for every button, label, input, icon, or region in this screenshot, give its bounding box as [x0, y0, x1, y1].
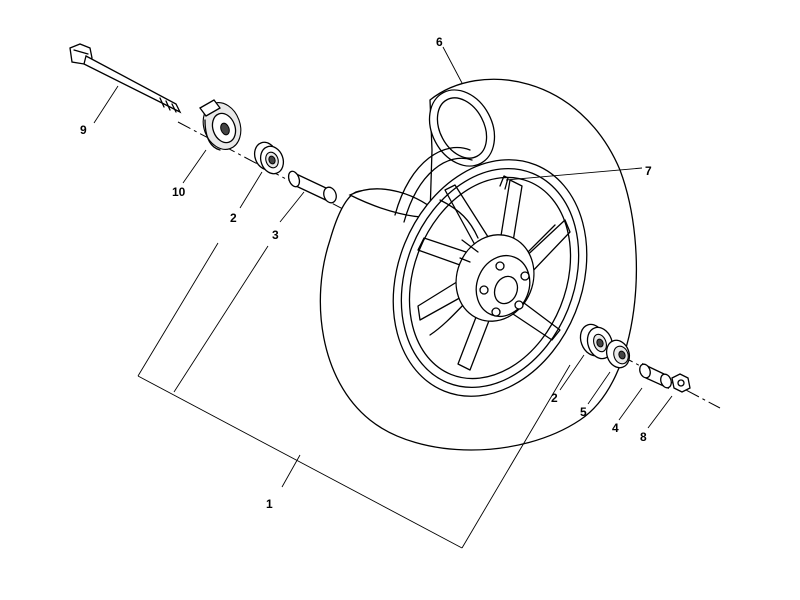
label-part-6: 6: [436, 35, 443, 49]
leader-lines: [93, 46, 673, 549]
label-part-7: 7: [645, 164, 652, 178]
bearing-left: [253, 141, 285, 175]
label-part-2-left: 2: [230, 211, 237, 225]
valve-stem: [499, 175, 509, 190]
wheel-hub: [455, 234, 535, 322]
part-labels: 1 2 3 6 7 9 10 2 5 4 8: [80, 35, 652, 511]
axle-bolt: [69, 43, 182, 114]
side-collar: [639, 362, 672, 390]
label-part-4: 4: [612, 421, 619, 435]
label-part-2-right: 2: [551, 391, 558, 405]
speedometer-gear: [199, 99, 242, 151]
bearing-right: [579, 323, 614, 360]
spacer-collar: [287, 170, 337, 204]
label-part-5: 5: [580, 405, 587, 419]
label-part-8: 8: [640, 430, 647, 444]
label-part-10: 10: [172, 185, 186, 199]
oil-seal: [605, 339, 631, 369]
label-part-9: 9: [80, 123, 87, 137]
label-part-1: 1: [266, 497, 273, 511]
axle-nut: [671, 373, 691, 393]
label-part-3: 3: [272, 228, 279, 242]
